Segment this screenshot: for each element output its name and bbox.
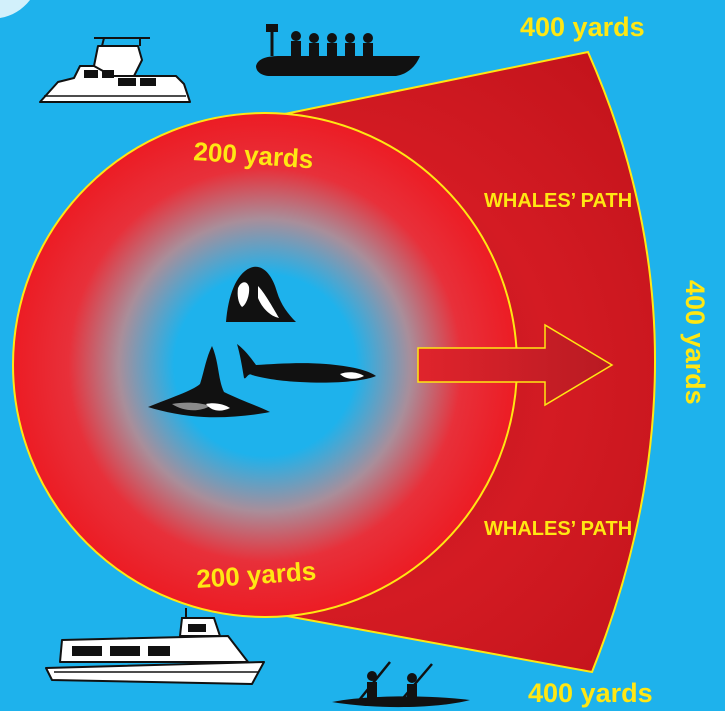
tour-raft-icon — [256, 24, 420, 76]
kayak-icon — [332, 661, 470, 708]
direction-arrow-icon — [417, 323, 614, 407]
bottom-right-distance-label: 400 yards — [528, 678, 653, 708]
whales-path-upper-label: WHALES’ PATH — [484, 190, 632, 212]
orca-icon — [148, 266, 376, 418]
corner-shape — [0, 0, 30, 18]
ferry-icon — [45, 608, 265, 685]
top-right-distance-label: 400 yards — [520, 12, 645, 42]
yacht-icon — [39, 37, 191, 103]
right-side-distance-label: 400 yards — [680, 280, 710, 405]
whales-path-lower-label: WHALES’ PATH — [484, 518, 632, 540]
